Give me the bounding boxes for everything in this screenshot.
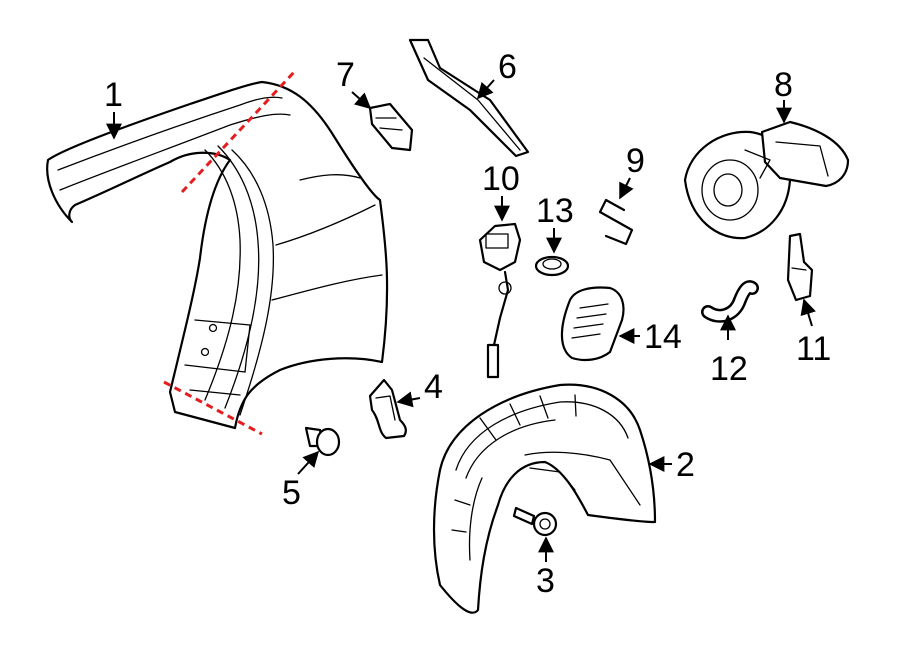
callout-13: 13 bbox=[536, 192, 574, 230]
bracket-part[interactable] bbox=[368, 102, 414, 152]
clip-part[interactable] bbox=[368, 378, 407, 440]
bolt-part[interactable] bbox=[512, 506, 558, 537]
callout-3: 3 bbox=[536, 562, 555, 600]
callout-9: 9 bbox=[626, 142, 645, 180]
callout-5: 5 bbox=[282, 474, 301, 512]
callout-12: 12 bbox=[710, 350, 748, 388]
actuator-part[interactable] bbox=[478, 222, 522, 379]
wheelhouse-liner-part[interactable] bbox=[432, 383, 657, 614]
callout-10: 10 bbox=[482, 160, 520, 198]
callout-4: 4 bbox=[424, 368, 443, 406]
seal-strip-part[interactable] bbox=[408, 38, 530, 158]
callout-11: 11 bbox=[796, 330, 831, 368]
cut-line-upper bbox=[180, 68, 298, 194]
drain-hose-part[interactable] bbox=[701, 280, 759, 323]
callout-6: 6 bbox=[498, 48, 517, 86]
spring-part[interactable] bbox=[598, 198, 634, 246]
cut-line-lower bbox=[163, 380, 263, 436]
quarter-panel-part[interactable] bbox=[46, 80, 389, 430]
hose-connector-part[interactable] bbox=[786, 232, 814, 302]
grommet-part[interactable] bbox=[534, 255, 570, 277]
callout-1: 1 bbox=[104, 76, 123, 114]
callout-2: 2 bbox=[676, 446, 695, 484]
callout-7: 7 bbox=[336, 56, 355, 94]
push-pin-part[interactable] bbox=[304, 426, 341, 457]
callout-14: 14 bbox=[644, 318, 682, 356]
callout-8: 8 bbox=[774, 66, 793, 104]
vent-grille-part[interactable] bbox=[560, 286, 625, 362]
fuel-door-assembly-part[interactable] bbox=[683, 120, 850, 240]
leader-lines bbox=[106, 79, 816, 562]
